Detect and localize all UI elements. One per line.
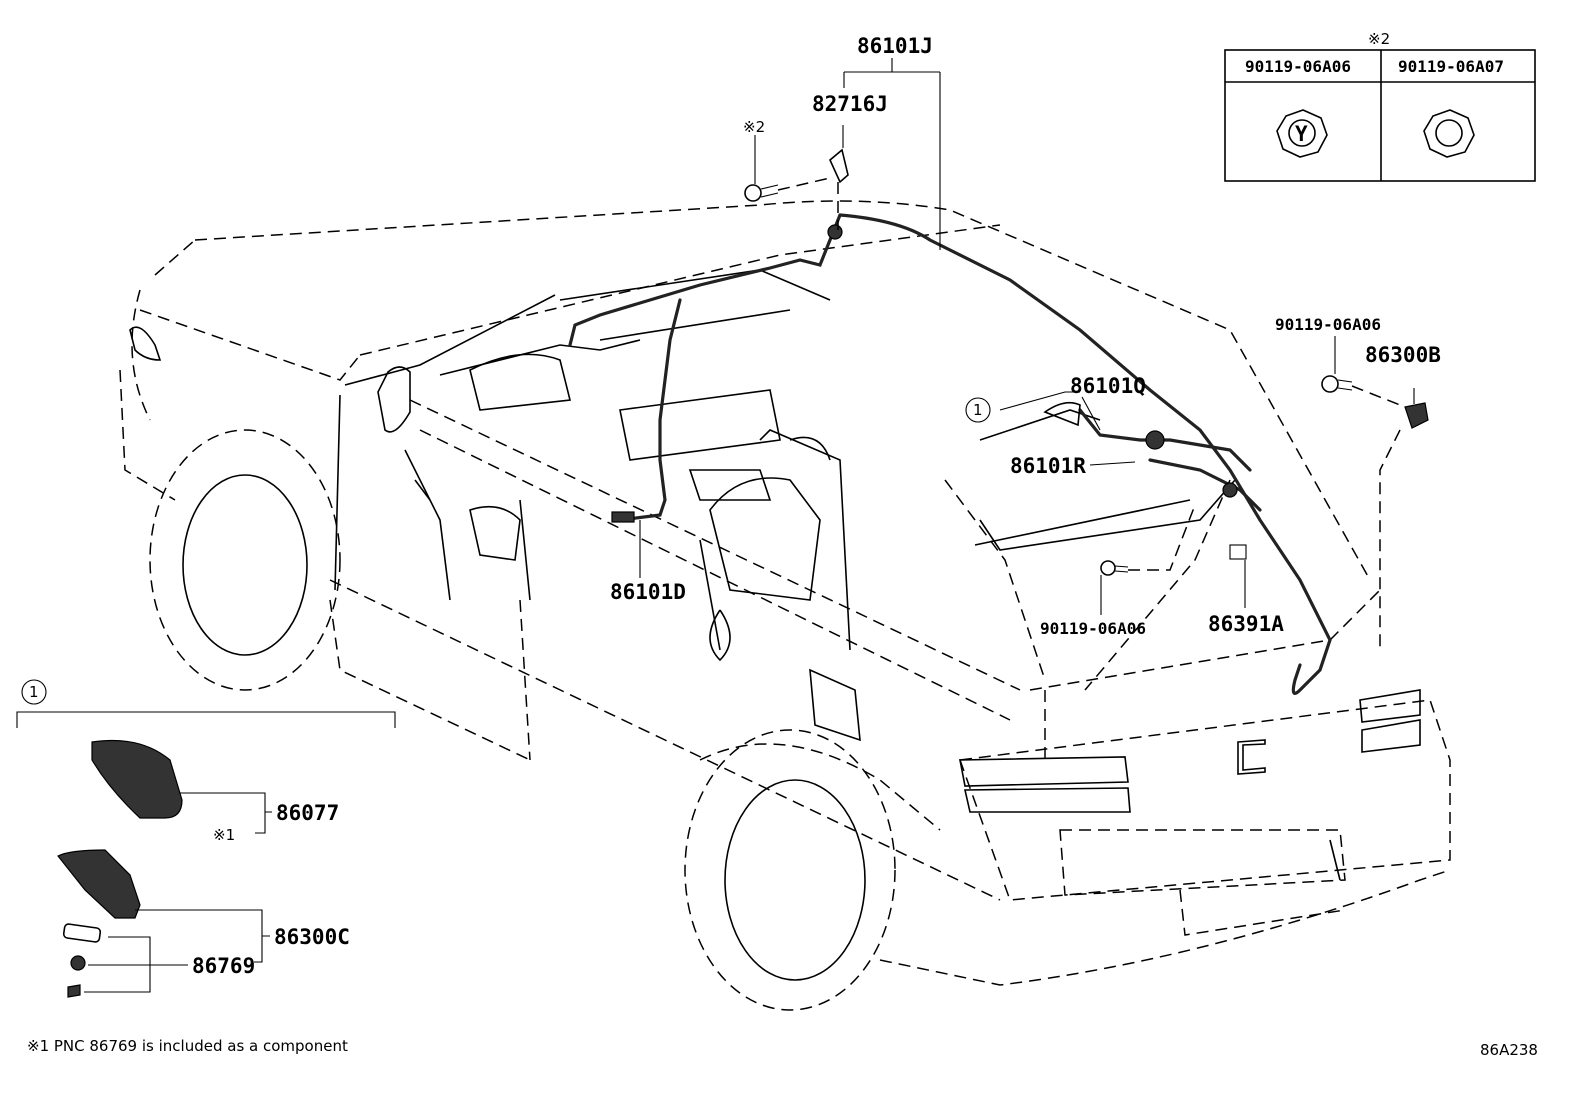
note-1-86077: ※1	[213, 826, 235, 844]
label-86391A: 86391A	[1208, 612, 1284, 636]
label-86101J: 86101J	[857, 34, 933, 58]
bolt-table-header-1: 90119-06A06	[1245, 57, 1351, 76]
label-86769: 86769	[192, 954, 255, 978]
shark-fin-cover-86077	[91, 739, 183, 819]
label-bolt-bottom: 90119-06A06	[1040, 619, 1146, 638]
label-86300C: 86300C	[274, 925, 350, 949]
antenna-parts-group	[16, 711, 396, 998]
bolt-head-y-icon	[1276, 109, 1328, 158]
clip-86769	[70, 955, 86, 971]
label-82716J: 82716J	[812, 92, 888, 116]
fasteners	[744, 148, 1429, 650]
note-2-table: ※2	[1368, 30, 1390, 48]
note-2-top-bolt: ※2	[743, 118, 765, 136]
bolt-marking-y: Y	[1295, 122, 1308, 146]
callout-1-car: 1	[973, 401, 983, 419]
screw-86769	[67, 984, 81, 998]
antenna-wire-harness	[568, 213, 1332, 695]
diagram-code: 86A238	[1480, 1041, 1538, 1059]
gasket-86769	[62, 923, 102, 943]
callout-circle-car	[965, 397, 991, 423]
label-86101D: 86101D	[610, 580, 686, 604]
leader-lines	[639, 58, 1415, 615]
antenna-base-86300C	[57, 849, 141, 919]
footnote: ※1 PNC 86769 is included as a component	[27, 1037, 348, 1055]
callout-1-group: 1	[29, 683, 39, 701]
bolt-table-header-2: 90119-06A07	[1398, 57, 1504, 76]
bolt-table	[1224, 49, 1536, 182]
callout-circle-group	[21, 679, 47, 705]
part-number-labels: 86101J 82716J 86101Q 86101R 86101D 86391…	[27, 30, 1538, 1059]
bolt-head-plain-icon	[1423, 109, 1475, 158]
vehicle-outline	[119, 200, 1451, 1011]
label-86101R: 86101R	[1010, 454, 1086, 478]
label-86101Q: 86101Q	[1070, 374, 1146, 398]
label-86077: 86077	[276, 801, 339, 825]
label-bolt-top-right: 90119-06A06	[1275, 315, 1381, 334]
label-86300B: 86300B	[1365, 343, 1441, 367]
